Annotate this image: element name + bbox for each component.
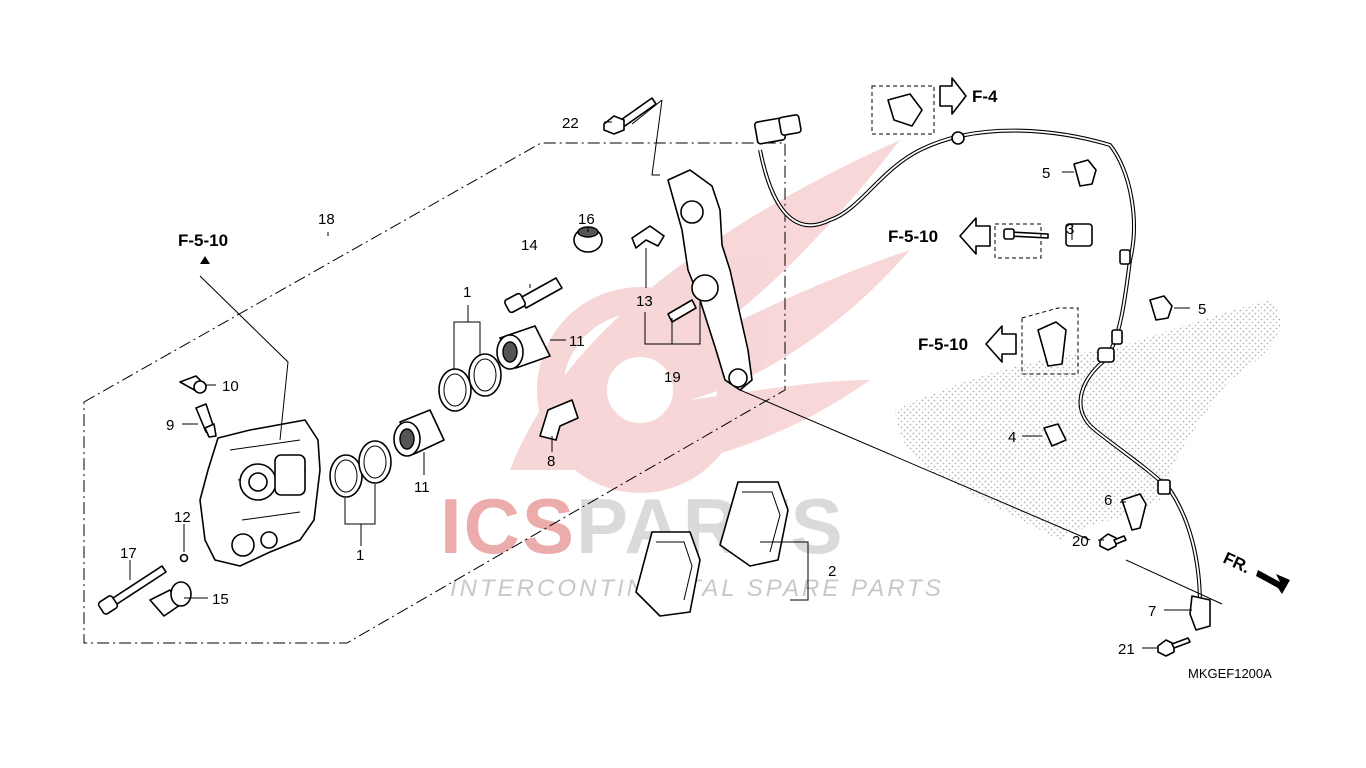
abs-sensor-harness	[753, 114, 1211, 631]
callouts: 18 1 1 11 11 14 16 13 19 8 10 9 12 17 15…	[120, 115, 1206, 658]
callout-4: 4	[1008, 429, 1016, 446]
slide-pin	[504, 277, 563, 314]
callout-17: 17	[120, 545, 137, 562]
piston-lower	[393, 409, 445, 457]
piston-seal-upper	[438, 353, 502, 412]
small-o-ring	[179, 553, 189, 563]
watermark: ICSPARTS INTERCONTINENTAL SPARE PARTS	[440, 140, 1281, 602]
callout-22: 22	[562, 115, 579, 132]
callout-1-lower: 1	[356, 547, 364, 564]
detail-box-f510-lower	[1021, 307, 1079, 375]
piston-upper	[496, 325, 551, 370]
caliper-bracket	[667, 169, 753, 391]
callout-3: 3	[1066, 221, 1074, 238]
sensor-stay	[1121, 493, 1147, 531]
callout-13: 13	[636, 293, 653, 310]
sensor-bolt	[1157, 637, 1191, 657]
watermark-brand-prefix: ICS	[440, 482, 576, 570]
ref-f510-mid: F-5-10	[888, 227, 938, 246]
arrow-f510-mid	[959, 217, 991, 255]
callout-2: 2	[828, 563, 836, 580]
detail-box-f4	[871, 85, 935, 135]
pin-boot	[149, 581, 192, 617]
callout-12: 12	[174, 509, 191, 526]
detail-box-f510-mid	[994, 223, 1042, 259]
callout-5-upper: 5	[1042, 165, 1050, 182]
leader-lines	[129, 99, 1223, 649]
harness-bracket	[1003, 223, 1093, 247]
wire-clamp	[1043, 423, 1067, 447]
caliper-assembly-outline	[83, 142, 786, 644]
callout-7: 7	[1148, 603, 1156, 620]
bleeder-cap	[179, 375, 207, 394]
ref-f510-lower: F-5-10	[918, 335, 968, 354]
ref-f510-left: F-5-10	[178, 231, 228, 250]
callout-8: 8	[547, 453, 555, 470]
watermark-brand-suffix: PARTS	[576, 482, 845, 570]
callout-20: 20	[1072, 533, 1089, 550]
callout-1-upper: 1	[463, 284, 471, 301]
callout-5-lower: 5	[1198, 301, 1206, 318]
callout-14: 14	[521, 237, 538, 254]
pad-retainer	[631, 225, 665, 249]
diagram-code: MKGEF1200A	[1188, 666, 1272, 681]
callout-19: 19	[664, 369, 681, 386]
stay-bolt	[1099, 533, 1127, 551]
piston-seal-lower	[329, 440, 392, 498]
callout-18: 18	[318, 211, 335, 228]
callout-15: 15	[212, 591, 229, 608]
bracket-bolt	[603, 97, 657, 135]
arrow-f4	[939, 77, 967, 115]
ref-f4: F-4	[972, 87, 998, 106]
fr-label: FR.	[1220, 548, 1253, 577]
svg-text:ICSPARTS: ICSPARTS	[440, 482, 845, 570]
bleeder-screw	[195, 403, 217, 438]
callout-11-lower: 11	[414, 479, 430, 496]
pad-spring	[539, 399, 579, 441]
callout-6: 6	[1104, 492, 1112, 509]
callout-10: 10	[222, 378, 239, 395]
wire-clip-lower	[1149, 295, 1173, 321]
arrow-f510-lower	[985, 325, 1017, 363]
caliper-pin	[97, 565, 167, 615]
callout-21: 21	[1118, 641, 1135, 658]
wire-clip-upper	[1073, 159, 1097, 187]
callout-16: 16	[578, 211, 595, 228]
brake-pads	[635, 481, 789, 617]
caliper-body	[199, 419, 321, 567]
callout-11-upper: 11	[569, 333, 585, 350]
arrow-f510-left	[200, 256, 210, 264]
fr-direction-arrow	[1256, 570, 1290, 594]
callout-9: 9	[166, 417, 174, 434]
